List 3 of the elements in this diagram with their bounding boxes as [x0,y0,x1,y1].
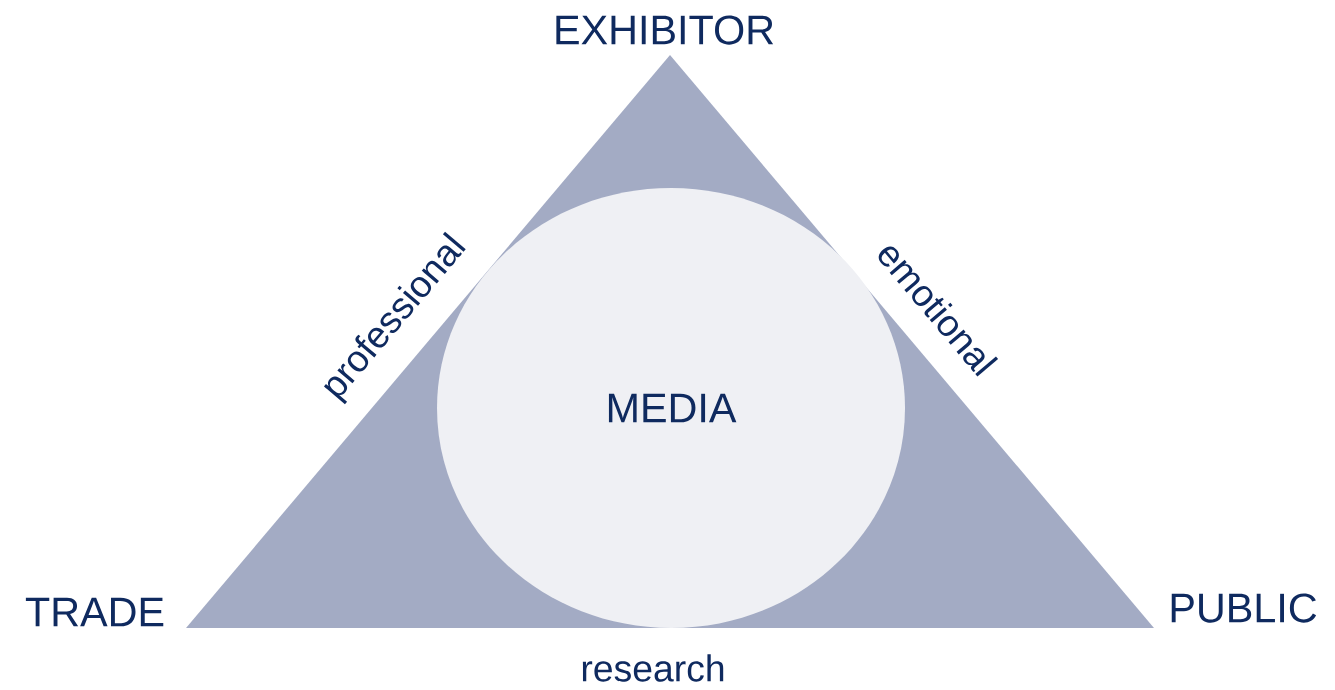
corner-label: PUBLIC [1171,593,1317,623]
corner-label: EXHIBITOR [556,15,774,45]
corner-label: TRADE [25,597,164,627]
